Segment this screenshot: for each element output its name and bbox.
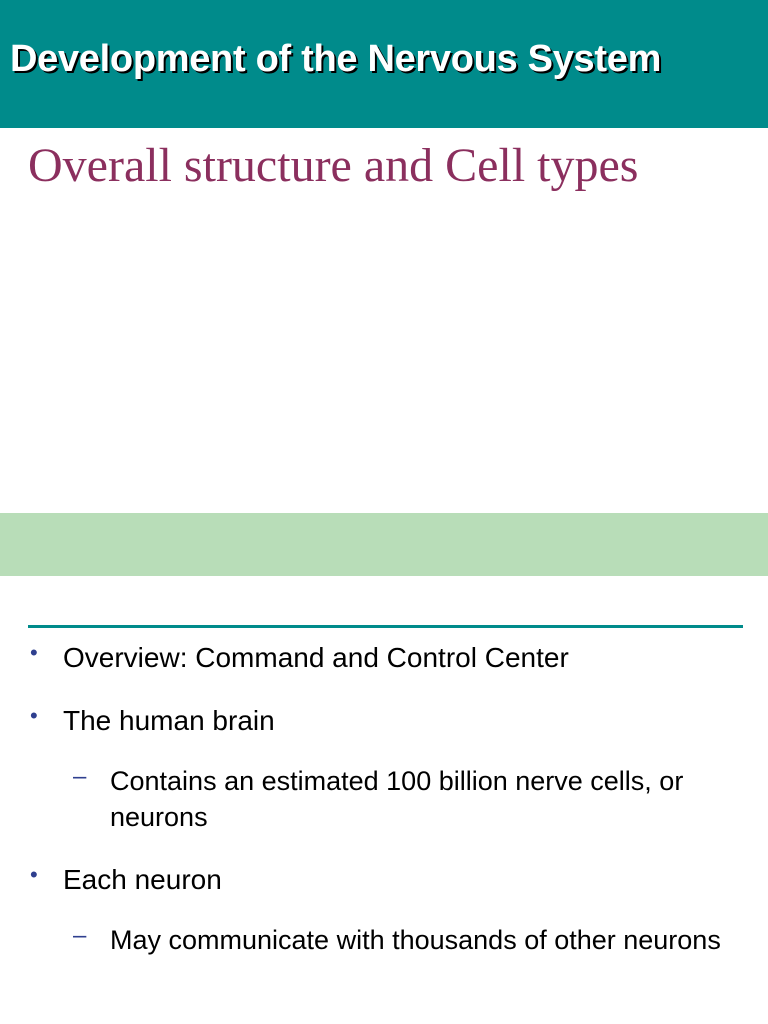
slide-header-title: Development of the Nervous System — [10, 38, 662, 80]
sub-bullet-item: Contains an estimated 100 billion nerve … — [110, 766, 684, 832]
bullet-item: Overview: Command and Control Center — [63, 642, 569, 673]
bullet-marker: • — [30, 703, 38, 728]
header-bar: Development of the Nervous System — [0, 0, 768, 128]
sub-bullet-marker: – — [73, 922, 87, 949]
decorative-band — [0, 513, 768, 576]
sub-bullet-item: May communicate with thousands of other … — [110, 925, 721, 955]
bullet-marker: • — [30, 862, 38, 887]
bullet-item: Each neuron — [63, 864, 222, 895]
sub-bullet-marker: – — [73, 763, 87, 790]
slide-subtitle: Overall structure and Cell types — [28, 139, 639, 192]
bullet-item: The human brain — [63, 705, 275, 736]
divider-line — [28, 625, 743, 628]
bullet-marker: • — [30, 640, 38, 665]
